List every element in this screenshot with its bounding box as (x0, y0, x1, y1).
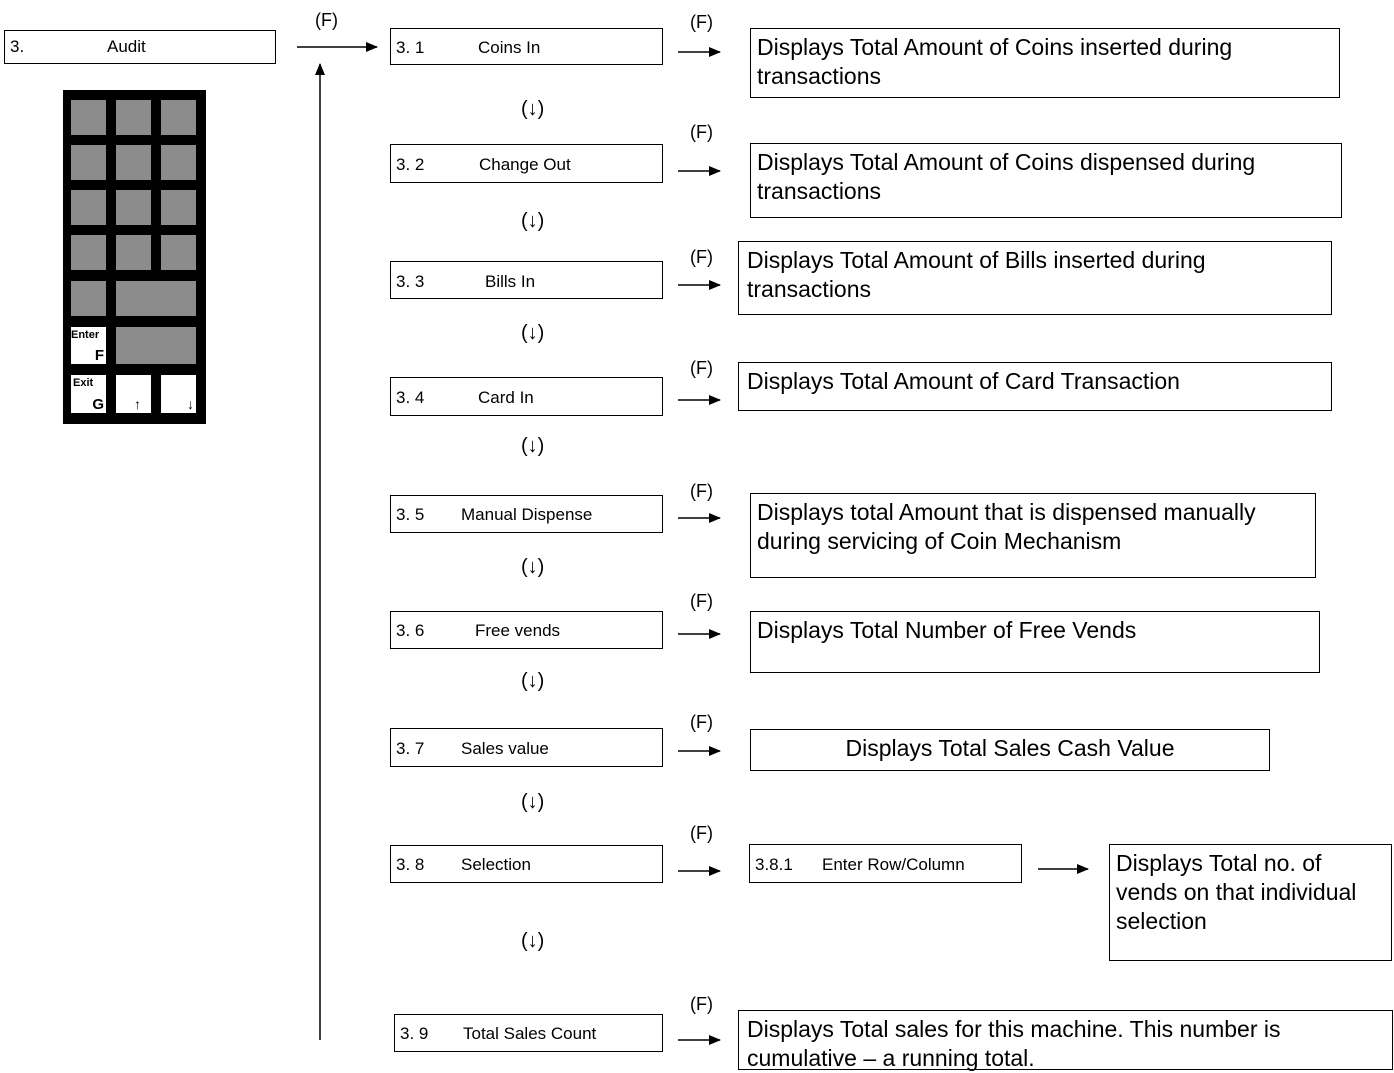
down-label-3: (↓) (521, 322, 545, 344)
desc-3-5: Displays total Amount that is dispensed … (750, 493, 1316, 578)
down-label-6: (↓) (521, 670, 545, 692)
f-label-3-4: (F) (690, 358, 713, 378)
menu-item-num: 3. 8 (396, 855, 425, 874)
exit-key-letter: G (92, 396, 104, 413)
key (116, 100, 151, 135)
menu-item-num: 3. 2 (396, 155, 425, 174)
down-label-2: (↓) (521, 210, 545, 232)
f-label-3-8: (F) (690, 823, 713, 843)
menu-item-3-5: 3. 5 Manual Dispense (390, 495, 663, 533)
menu-item-3-4: 3. 4 Card In (390, 377, 663, 416)
desc-3-7: Displays Total Sales Cash Value (750, 729, 1270, 771)
menu-item-label: Total Sales Count (463, 1024, 597, 1043)
key (161, 145, 196, 180)
key-wide (116, 281, 196, 316)
desc-3-6: Displays Total Number of Free Vends (750, 611, 1320, 673)
root-audit-box: 3. Audit (4, 30, 276, 64)
sub-item-num: 3.8.1 (755, 855, 793, 874)
key (116, 145, 151, 180)
menu-item-label: Coins In (478, 38, 541, 57)
menu-item-3-6: 3. 6 Free vends (390, 611, 663, 649)
menu-item-label: Selection (461, 855, 531, 874)
down-arrow-icon: ↓ (187, 396, 194, 412)
menu-item-label: Free vends (475, 621, 561, 640)
down-label-8: (↓) (521, 930, 545, 952)
f-label-3-3: (F) (690, 247, 713, 267)
enter-key: Enter F (71, 327, 106, 364)
menu-item-label: Manual Dispense (461, 505, 593, 524)
desc-3-3: Displays Total Amount of Bills inserted … (738, 241, 1332, 315)
down-label-5: (↓) (521, 556, 545, 578)
key (71, 145, 106, 180)
desc-3-2: Displays Total Amount of Coins dispensed… (750, 143, 1342, 218)
key-wide (116, 327, 196, 364)
f-label-root: (F) (315, 10, 338, 30)
desc-3-9: Displays Total sales for this machine. T… (738, 1010, 1393, 1071)
menu-item-3-2: 3. 2 Change Out (390, 144, 663, 183)
enter-key-letter: F (94, 347, 104, 364)
f-label-3-1: (F) (690, 12, 713, 32)
down-label-7: (↓) (521, 791, 545, 813)
f-label-3-5: (F) (690, 481, 713, 501)
root-num: 3. (10, 37, 25, 56)
f-label-3-9: (F) (690, 994, 713, 1014)
up-arrow-icon: ↑ (134, 396, 141, 412)
down-label-4: (↓) (521, 435, 545, 457)
menu-item-num: 3. 3 (396, 272, 425, 291)
sub-item-label: Enter Row/Column (822, 855, 965, 874)
menu-item-3-8: 3. 8 Selection (390, 845, 663, 883)
menu-item-label: Change Out (479, 155, 571, 174)
key (161, 190, 196, 225)
down-label-1: (↓) (521, 98, 545, 120)
up-key: ↑ (116, 375, 151, 413)
key (161, 100, 196, 135)
key (71, 235, 106, 270)
exit-key: Exit G (71, 375, 106, 413)
menu-item-num: 3. 6 (396, 621, 425, 640)
menu-item-3-3: 3. 3 Bills In (390, 261, 663, 299)
key (71, 100, 106, 135)
menu-item-num: 3. 7 (396, 739, 425, 758)
f-label-3-6: (F) (690, 591, 713, 611)
menu-item-3-1: 3. 1 Coins In (390, 28, 663, 65)
menu-item-num: 3. 5 (396, 505, 425, 524)
menu-item-label: Card In (478, 388, 534, 407)
f-label-3-2: (F) (690, 122, 713, 142)
menu-item-num: 3. 1 (396, 38, 425, 57)
menu-item-3-7: 3. 7 Sales value (390, 728, 663, 767)
menu-item-num: 3. 9 (400, 1024, 429, 1043)
key (116, 235, 151, 270)
desc-3-8-1: Displays Total no. of vends on that indi… (1109, 844, 1392, 961)
root-label: Audit (107, 37, 146, 56)
enter-key-text: Enter (71, 329, 100, 341)
menu-item-label: Bills In (485, 272, 536, 291)
keypad: Enter F Exit G ↑ ↓ (63, 90, 206, 424)
f-label-3-7: (F) (690, 712, 713, 732)
menu-item-num: 3. 4 (396, 388, 425, 407)
desc-3-4: Displays Total Amount of Card Transactio… (738, 362, 1332, 411)
sub-item-3-8-1: 3.8.1 Enter Row/Column (749, 844, 1022, 883)
desc-3-1: Displays Total Amount of Coins inserted … (750, 28, 1340, 98)
key (71, 190, 106, 225)
key (161, 235, 196, 270)
key (71, 281, 106, 316)
menu-item-3-9: 3. 9 Total Sales Count (394, 1014, 663, 1052)
menu-item-label: Sales value (461, 739, 549, 758)
key (116, 190, 151, 225)
exit-key-text: Exit (73, 377, 94, 389)
down-key: ↓ (161, 375, 196, 413)
